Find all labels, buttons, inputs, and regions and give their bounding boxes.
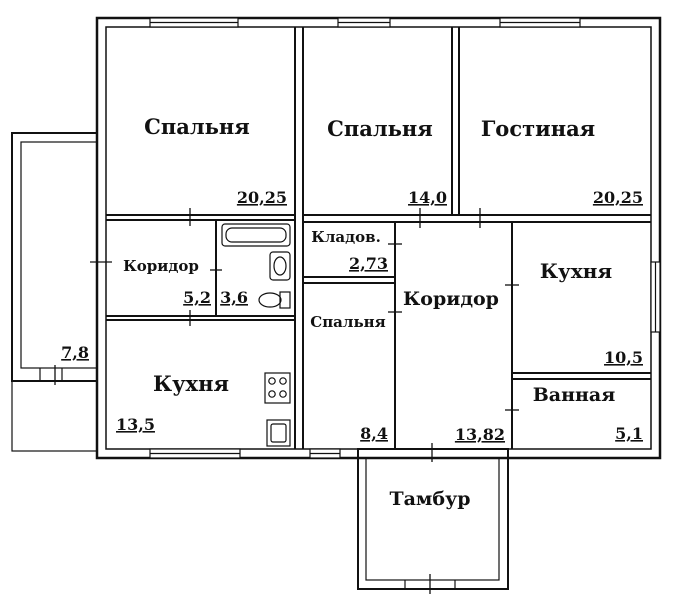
windows: [149, 17, 661, 459]
area-bathroom: 5,1: [615, 424, 643, 443]
room-name-bedroom-small: Спальня: [310, 313, 385, 331]
area-storage: 2,73: [349, 254, 388, 273]
room-name-corridor-main: Коридор: [403, 288, 499, 310]
room-name-storage: Кладов.: [311, 228, 381, 246]
walls: [11, 16, 662, 590]
area-kitchen-right: 10,5: [604, 348, 643, 367]
room-name-kitchen-right: Кухня: [540, 259, 613, 283]
room-name-vestibule: Тамбур: [389, 488, 470, 510]
area-kitchen-left: 13,5: [116, 415, 155, 434]
area-living-room: 20,25: [593, 188, 643, 207]
room-name-bathroom: Ванная: [533, 384, 616, 406]
room-labels: Спальня Спальня Гостиная Коридор Кладов.…: [123, 114, 615, 510]
area-bedroom-2: 14,0: [408, 188, 447, 207]
room-name-bedroom-1: Спальня: [144, 114, 250, 139]
area-porch: 7,8: [61, 343, 89, 362]
toilet: [258, 291, 291, 309]
area-corridor-main: 13,82: [455, 425, 505, 444]
doors: [54, 208, 519, 594]
bathtub: [221, 223, 291, 247]
stove: [264, 372, 291, 404]
room-name-living-room: Гостиная: [481, 116, 595, 141]
area-bathroom-small: 3,6: [220, 288, 248, 307]
area-bedroom-small: 8,4: [360, 424, 388, 443]
area-bedroom-1: 20,25: [237, 188, 287, 207]
sink: [269, 251, 291, 281]
room-name-bedroom-2: Спальня: [327, 116, 433, 141]
room-name-kitchen-left: Кухня: [153, 371, 229, 396]
area-corridor-left: 5,2: [183, 288, 211, 307]
room-name-corridor-left: Коридор: [123, 257, 199, 275]
room-areas: 20,25 14,0 20,25 5,2 3,6 2,73 13,82 10,5…: [61, 188, 643, 444]
kitchen-sink: [266, 419, 291, 447]
